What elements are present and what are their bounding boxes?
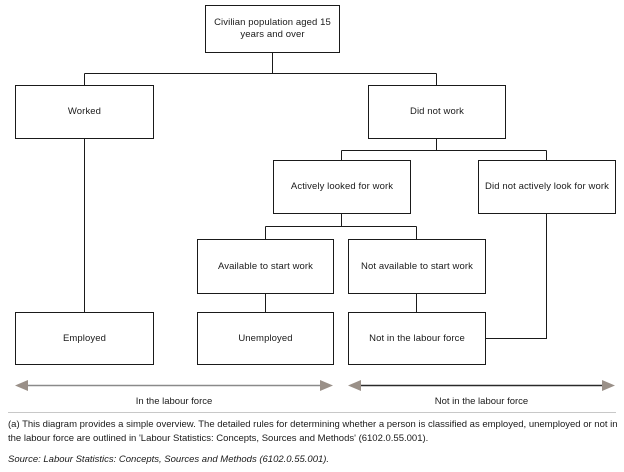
node-label: Not in the labour force bbox=[369, 332, 465, 344]
node-label: Available to start work bbox=[217, 260, 314, 272]
node-label: Civilian population aged 15 years and ov… bbox=[214, 17, 331, 40]
node-label: Unemployed bbox=[238, 332, 293, 344]
node-worked[interactable]: Worked bbox=[15, 85, 154, 139]
source-text: Source: Labour Statistics: Concepts, Sou… bbox=[8, 454, 330, 465]
node-label: Not available to start work bbox=[361, 260, 473, 272]
node-civilian-population[interactable]: Civilian population aged 15 years and ov… bbox=[205, 5, 340, 53]
footnote-text: (a) This diagram provides a simple overv… bbox=[8, 419, 618, 444]
node-label: Worked bbox=[67, 106, 102, 117]
node-label: Did not actively look for work bbox=[485, 181, 609, 192]
node-employed[interactable]: Employed bbox=[15, 312, 154, 365]
divider-rule bbox=[8, 412, 616, 413]
node-not-available-to-start-work[interactable]: Not available to start work bbox=[348, 239, 486, 294]
node-label: Actively looked for work bbox=[290, 181, 394, 192]
axis-label-not-in-the-labour-force: Not in the labour force bbox=[434, 396, 529, 407]
connector-did-not-actively-look-to-nilf bbox=[485, 213, 547, 339]
arrow-not-in-the-labour-force bbox=[348, 380, 615, 391]
node-actively-looked-for-work[interactable]: Actively looked for work bbox=[273, 160, 411, 214]
node-unemployed[interactable]: Unemployed bbox=[197, 312, 334, 365]
node-label: Did not work bbox=[410, 106, 464, 117]
axis-label-in-the-labour-force: In the labour force bbox=[135, 396, 213, 407]
node-did-not-actively-look-for-work[interactable]: Did not actively look for work bbox=[478, 160, 616, 214]
node-not-in-the-labour-force[interactable]: Not in the labour force bbox=[348, 312, 486, 365]
node-did-not-work[interactable]: Did not work bbox=[368, 85, 506, 139]
node-available-to-start-work[interactable]: Available to start work bbox=[197, 239, 334, 294]
node-label: Employed bbox=[62, 332, 107, 344]
arrow-in-the-labour-force bbox=[15, 380, 333, 391]
